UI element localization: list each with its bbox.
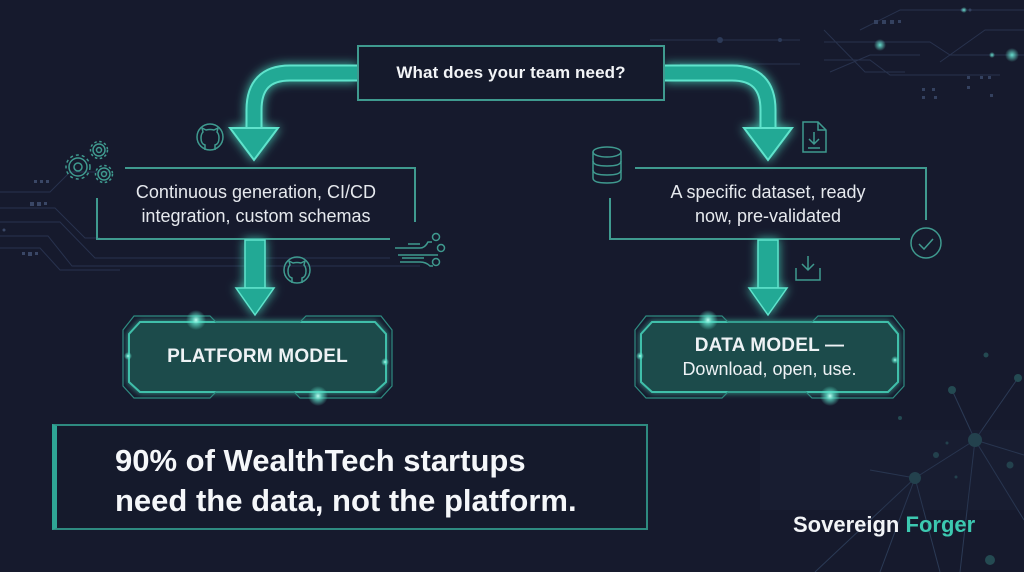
github-icon <box>196 123 224 151</box>
question-label: What does your team need? <box>396 63 626 82</box>
platform-model-title: PLATFORM MODEL <box>167 346 348 367</box>
arrow-down-left <box>234 239 276 317</box>
data-model-frame <box>634 310 905 406</box>
option-continuous-generation: Continuous generation, CI/CD integration… <box>100 170 412 238</box>
callout-text: 90% of WealthTech startups need the data… <box>115 441 577 521</box>
file-download-icon <box>802 121 827 153</box>
brand-logo: Sovereign Forger <box>793 512 975 538</box>
gears-icon <box>65 140 114 184</box>
circuit-icon <box>395 232 446 267</box>
brand-word-1: Sovereign <box>793 512 900 537</box>
option-right-line2: now, pre-validated <box>694 206 842 226</box>
data-model: DATA MODEL — Download, open, use. <box>641 322 898 392</box>
callout-line2: need the data, not the platform. <box>115 483 577 518</box>
option-left-line2: integration, custom schemas <box>141 206 371 226</box>
arrow-right-branch <box>665 64 794 162</box>
data-model-title: DATA MODEL — <box>694 334 845 356</box>
right-option-frame <box>609 167 927 240</box>
arrow-down-right <box>747 239 789 317</box>
question-box: What does your team need? <box>357 45 665 101</box>
option-right-line1: A specific dataset, ready <box>670 182 866 202</box>
data-model-subtitle: Download, open, use. <box>682 358 857 379</box>
download-icon <box>795 256 821 281</box>
check-circle-icon <box>910 227 942 259</box>
arrow-left-branch <box>228 64 357 162</box>
platform-model-frame <box>122 310 393 406</box>
key-insight-callout: 90% of WealthTech startups need the data… <box>52 424 648 530</box>
platform-model: PLATFORM MODEL <box>129 322 386 392</box>
database-icon <box>592 146 622 184</box>
brand-word-2: Forger <box>905 512 976 537</box>
left-option-frame <box>96 167 416 240</box>
option-specific-dataset: A specific dataset, ready now, pre-valid… <box>612 170 924 238</box>
github-icon <box>283 256 311 284</box>
callout-line1: 90% of WealthTech startups <box>115 443 526 478</box>
option-left-line1: Continuous generation, CI/CD <box>135 182 377 202</box>
